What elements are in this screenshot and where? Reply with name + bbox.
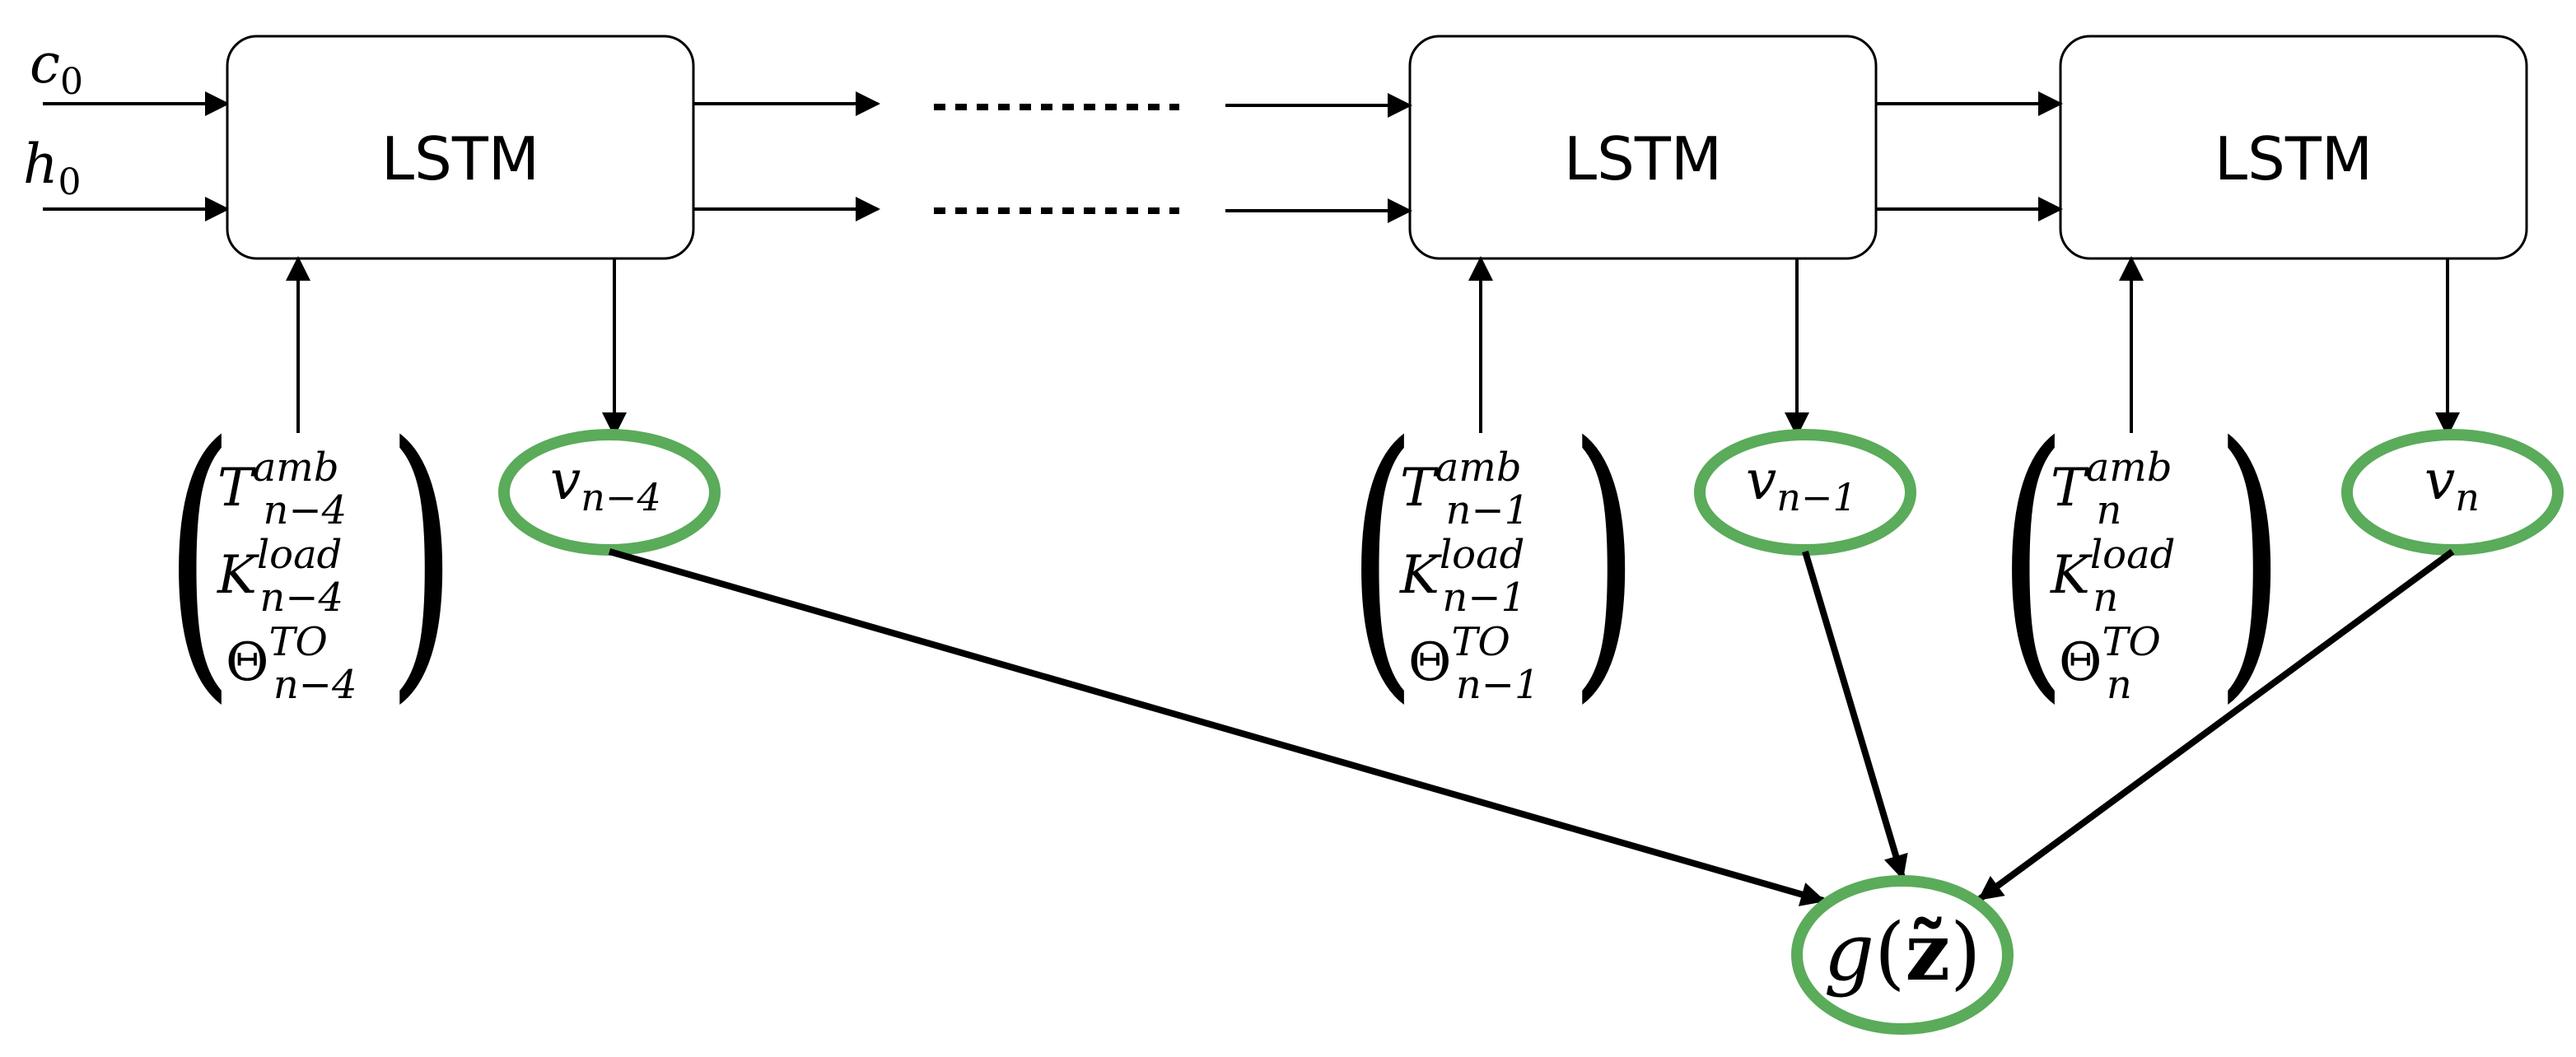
aggregate-node-ring xyxy=(1791,875,2014,1035)
output-node-ring xyxy=(498,429,721,556)
output-label: vn xyxy=(2424,449,2480,519)
lstm-box xyxy=(2059,35,2528,260)
output-node-2: vn−1 xyxy=(1694,429,1916,556)
lstm-box xyxy=(226,35,695,260)
output-label: vn−1 xyxy=(1746,449,1857,519)
output-node-1: vn−4 xyxy=(498,429,721,556)
lstm-label: LSTM xyxy=(381,124,539,193)
aggregate-node: g(z̃) xyxy=(1791,875,2014,1035)
lstm-box xyxy=(1408,35,1878,260)
h0-label: h0 xyxy=(23,133,82,203)
aggregate-arrow-2 xyxy=(1802,550,1908,880)
aggregate-arrow-1 xyxy=(608,548,1826,906)
output-label: vn−4 xyxy=(550,449,661,519)
output-node-ring xyxy=(1694,429,1916,556)
left-paren: ( xyxy=(1998,384,2067,730)
left-paren: ( xyxy=(1347,384,1416,730)
lstm-cell-2: LSTM xyxy=(1408,35,1878,260)
aggregate-arrow-3 xyxy=(1977,548,2455,902)
lstm-cell-3: LSTM xyxy=(2059,35,2528,260)
lstm-label: LSTM xyxy=(2214,124,2373,193)
lstm-cell-1: LSTM xyxy=(226,35,695,260)
aggregate-label: g(z̃) xyxy=(1824,906,1981,999)
right-paren: ) xyxy=(2215,384,2284,730)
c0-label: c0 xyxy=(30,32,83,103)
right-paren: ) xyxy=(1570,384,1639,730)
lstm-label: LSTM xyxy=(1564,124,1722,193)
output-node-ring xyxy=(2341,429,2564,556)
right-paren: ) xyxy=(387,384,456,730)
left-paren: ( xyxy=(165,384,234,730)
output-node-3: vn xyxy=(2341,429,2564,556)
